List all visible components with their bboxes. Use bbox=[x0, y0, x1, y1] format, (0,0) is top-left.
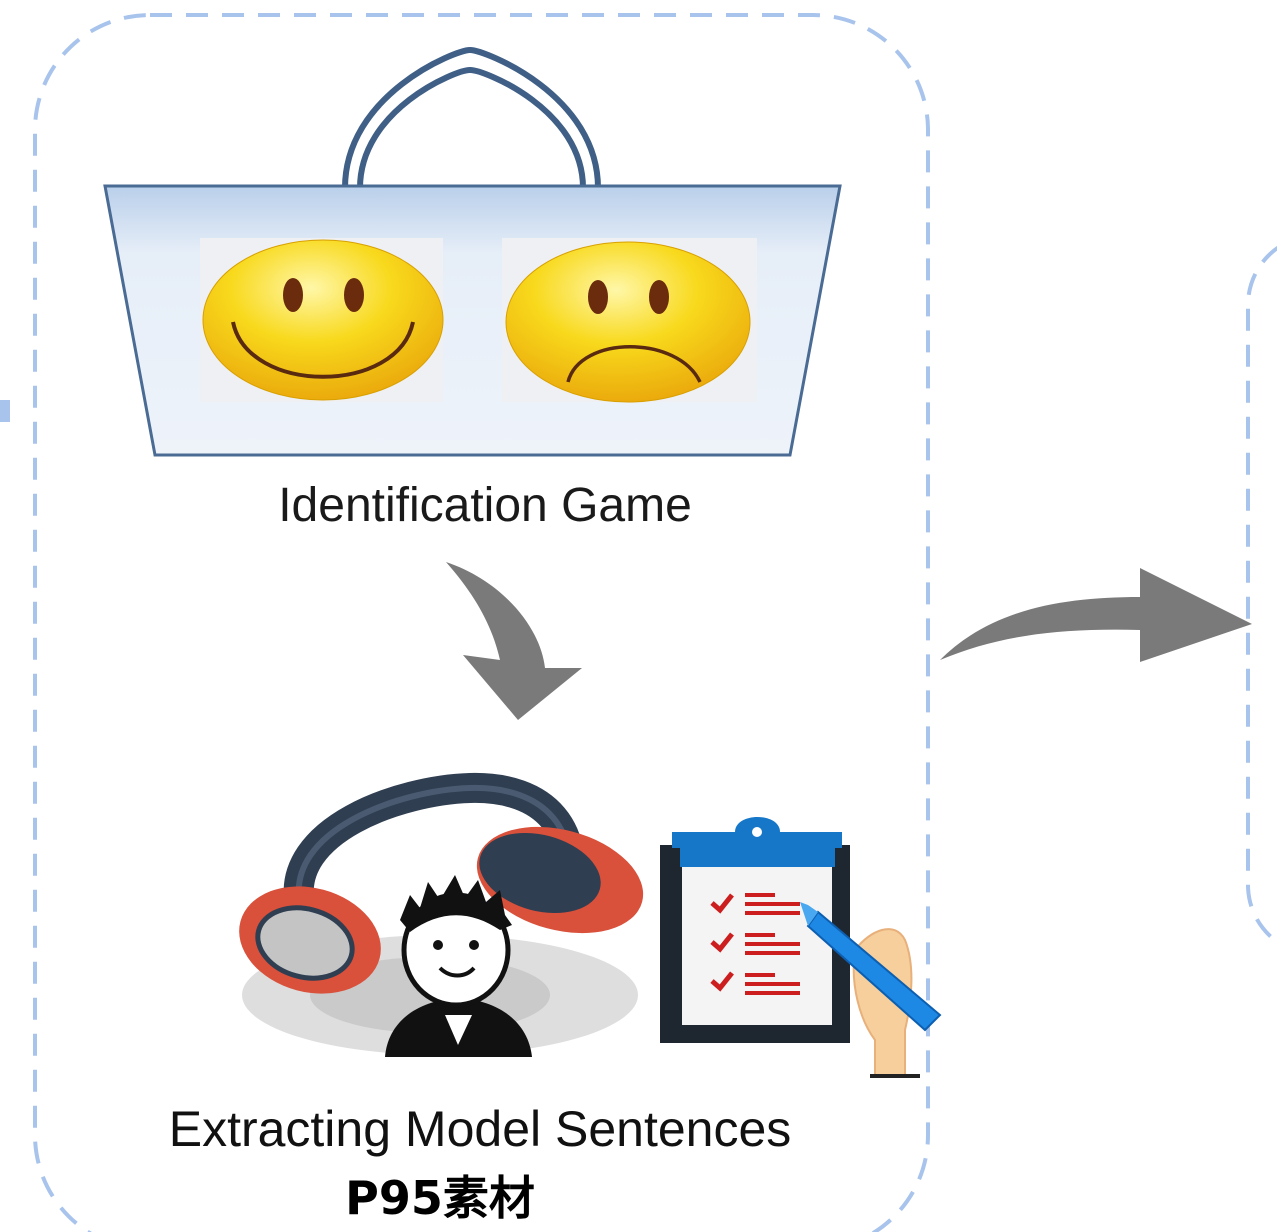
extracting-model-sentences-label: Extracting Model Sentences bbox=[168, 1101, 792, 1157]
sad-face-icon bbox=[505, 241, 751, 403]
curved-down-arrow bbox=[446, 562, 582, 720]
left-dashed-panel bbox=[33, 13, 930, 1232]
smiley-face-icon bbox=[202, 239, 444, 401]
identification-game-label: Identification Game bbox=[278, 479, 692, 532]
curved-right-arrow bbox=[940, 568, 1252, 662]
page-reference-label: P95素材 bbox=[345, 1171, 535, 1225]
shopping-bag-icon bbox=[103, 46, 842, 457]
clipboard-checklist-icon bbox=[660, 817, 850, 1043]
hand-pen-icon bbox=[800, 902, 942, 1078]
right-dashed-panel bbox=[1246, 245, 1277, 945]
person-icon bbox=[385, 875, 532, 1057]
left-edge-marker bbox=[0, 400, 10, 422]
